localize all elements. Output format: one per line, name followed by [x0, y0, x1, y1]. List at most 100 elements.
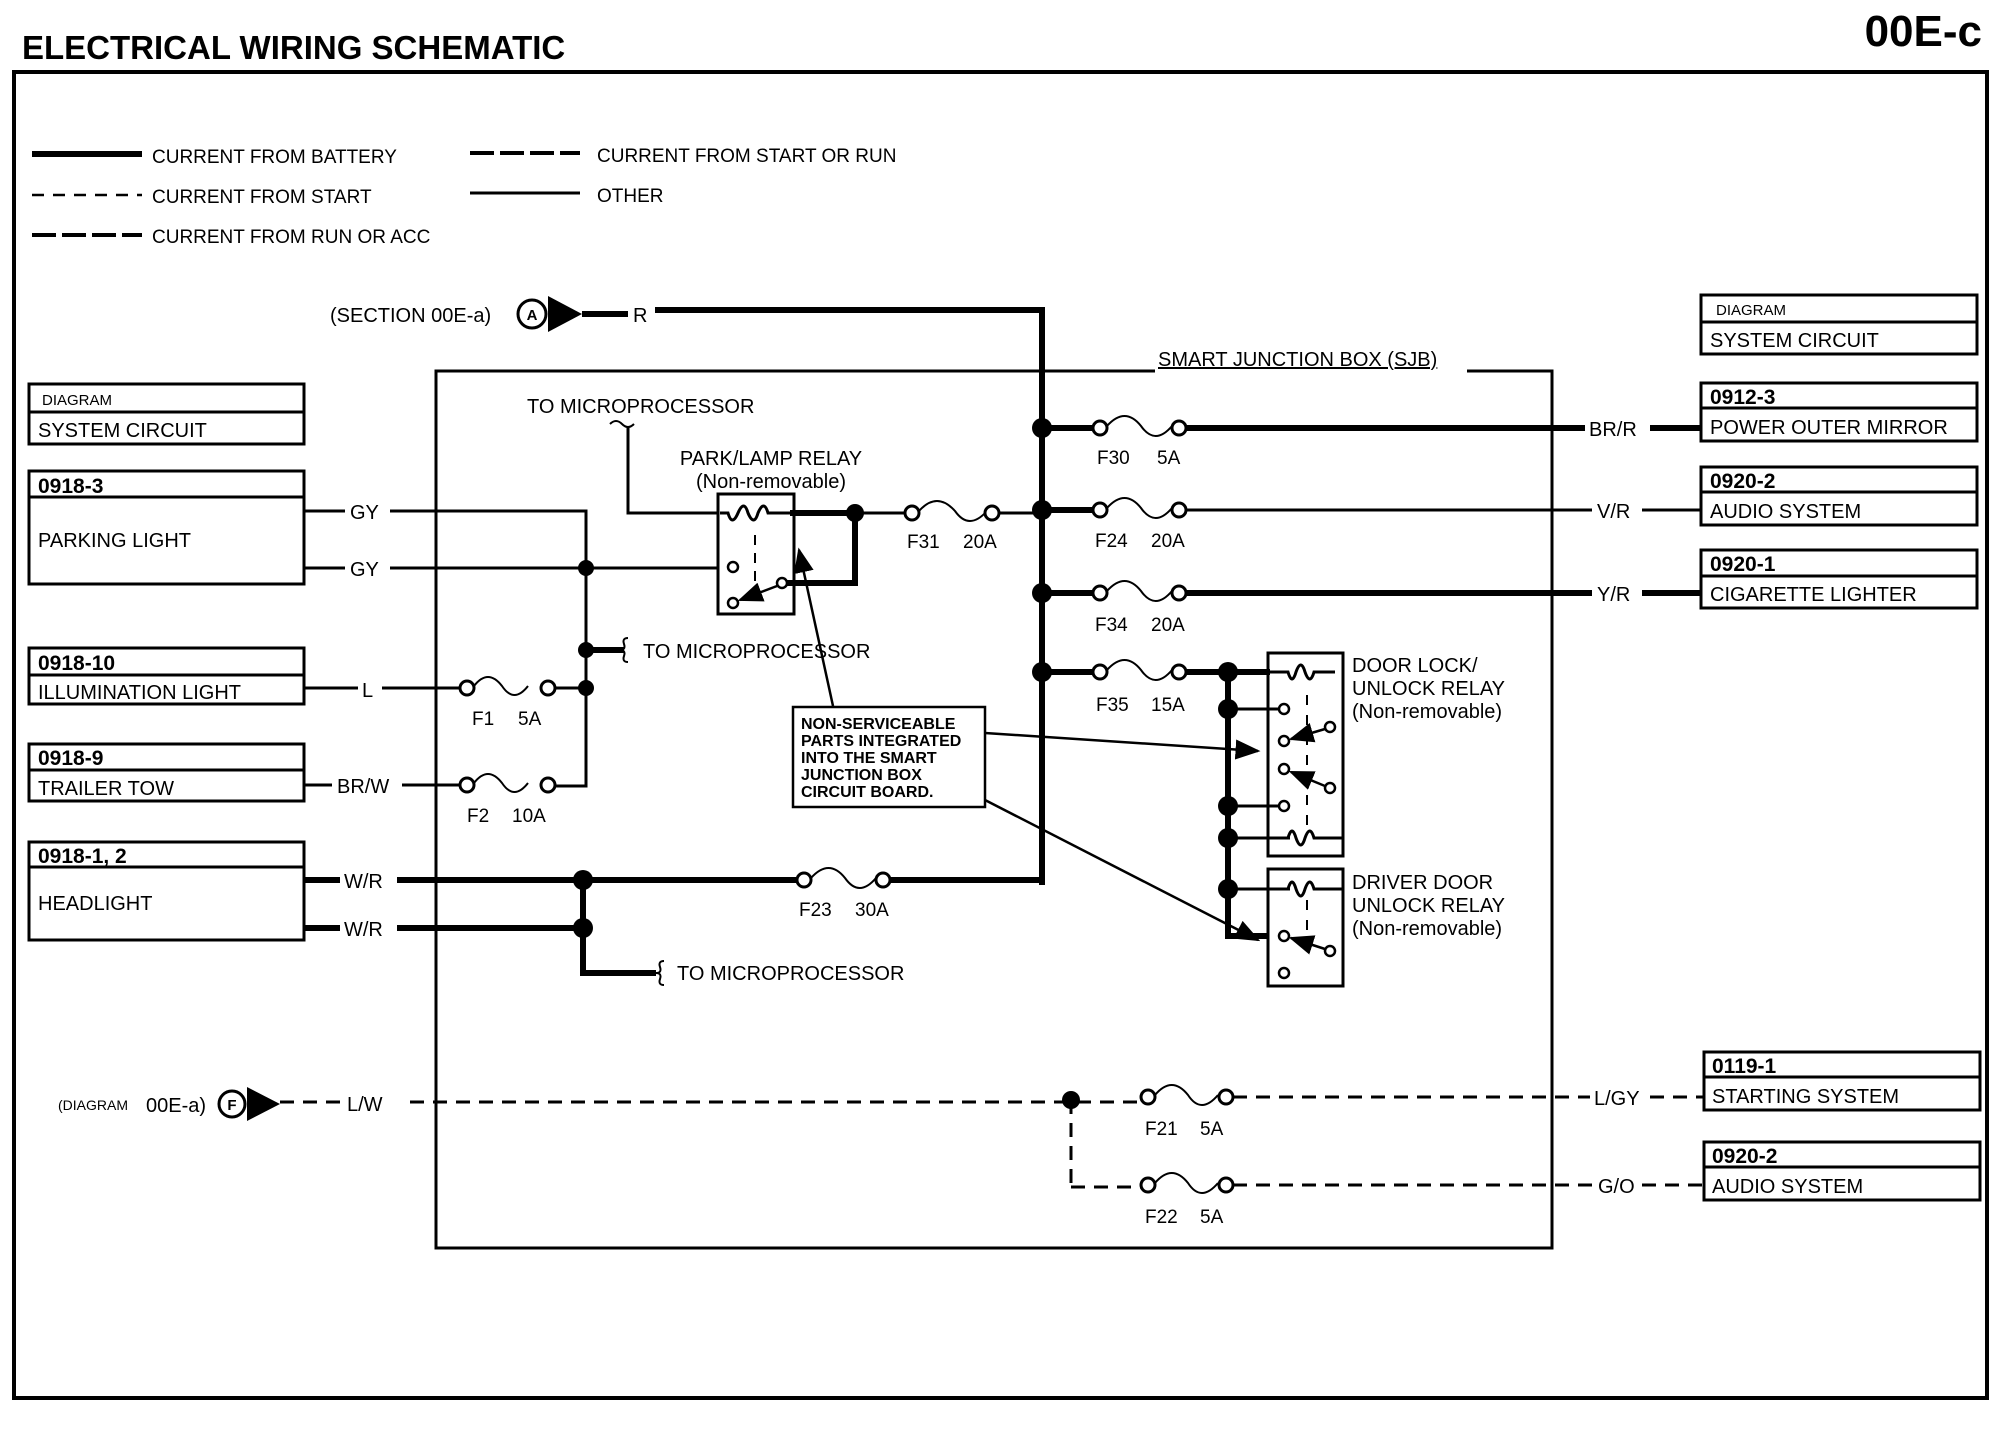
box-body: STARTING SYSTEM: [1712, 1086, 1899, 1108]
relay-coil-icon: [1286, 829, 1343, 847]
relay-note: (Non-removable): [696, 471, 846, 493]
parking-light-circuit: GY GY TO MICROPROCESSOR: [304, 502, 870, 788]
fuse-id: F35: [1096, 695, 1129, 716]
relay-note: (Non-removable): [1352, 918, 1502, 940]
relay-name: DRIVER DOOR: [1352, 872, 1493, 894]
left-box-illumination-light: 0918-10 ILLUMINATION LIGHT: [27, 646, 306, 706]
right-box-audio-system: 0920-2 AUDIO SYSTEM: [1699, 465, 1979, 527]
legend-label-battery: CURRENT FROM BATTERY: [152, 147, 397, 168]
fuse-rating: 20A: [1151, 531, 1185, 552]
fuse-id: F30: [1097, 448, 1130, 469]
callout-line: PARTS INTEGRATED: [801, 733, 961, 750]
box-body: ILLUMINATION LIGHT: [38, 682, 241, 704]
box-header: 0918-1, 2: [38, 845, 127, 868]
relay-coil-icon: [1286, 880, 1343, 898]
fuse-rating: 20A: [963, 532, 997, 553]
connector-circle-a: [516, 298, 548, 330]
box-body: CIGARETTE LIGHTER: [1710, 584, 1917, 606]
relay-coil-icon: [720, 504, 794, 522]
to-microprocessor-label: TO MICROPROCESSOR: [643, 641, 870, 663]
fuse-rating: 10A: [512, 806, 546, 827]
box-header: 0912-3: [1710, 386, 1775, 409]
wire-label-y-r: Y/R: [1597, 584, 1630, 606]
callout-line: CIRCUIT BOARD.: [801, 784, 933, 801]
outer-frame: [12, 70, 1989, 1400]
page-title: ELECTRICAL WIRING SCHEMATIC: [22, 29, 565, 66]
fuse-f30: F30 5A BR/R: [1042, 415, 1702, 469]
microprocessor-link-icon: [619, 637, 629, 663]
right-box-starting-system: 0119-1 STARTING SYSTEM: [1702, 1050, 1982, 1112]
legend-label-start: CURRENT FROM START: [152, 187, 372, 208]
relay-name: UNLOCK RELAY: [1352, 895, 1505, 917]
box-body: AUDIO SYSTEM: [1712, 1176, 1863, 1198]
smart-junction-box: [434, 369, 1554, 1250]
input-f-ref: 00E-a): [146, 1095, 206, 1117]
non-serviceable-callout: NON-SERVICEABLE PARTS INTEGRATED INTO TH…: [791, 547, 1261, 942]
left-box-trailer-tow: 0918-9 TRAILER TOW: [27, 742, 306, 803]
box-header: 0920-1: [1710, 553, 1776, 576]
fuse-id: F24: [1095, 531, 1128, 552]
main-battery-bus: [655, 307, 1045, 885]
arrow-icon: [548, 296, 582, 332]
fuse-f24: F24 20A V/R: [1042, 497, 1702, 552]
box-header: DIAGRAM: [1716, 302, 1786, 319]
box-body: POWER OUTER MIRROR: [1710, 417, 1948, 439]
park-lamp-relay: PARK/LAMP RELAY (Non-removable) TO MICRO…: [527, 396, 1042, 616]
relay-name: PARK/LAMP RELAY: [680, 448, 862, 470]
relay-name: UNLOCK RELAY: [1352, 678, 1505, 700]
fuse-rating: 20A: [1151, 615, 1185, 636]
legend: CURRENT FROM BATTERY CURRENT FROM START …: [32, 146, 896, 248]
callout-line: INTO THE SMART: [801, 750, 937, 767]
box-body: HEADLIGHT: [38, 893, 152, 915]
legend-label-run-acc: CURRENT FROM RUN OR ACC: [152, 227, 430, 248]
fuse-rating: 5A: [1157, 448, 1181, 469]
arrow-icon: [247, 1087, 280, 1121]
box-header: 0920-2: [1710, 470, 1775, 493]
legend-label-start-run: CURRENT FROM START OR RUN: [597, 146, 896, 167]
wire-label-w-r-2: W/R: [344, 919, 383, 941]
relay-body: [1266, 651, 1345, 858]
fuse-rating: 30A: [855, 900, 889, 921]
connector-a-letter: A: [527, 307, 538, 324]
wire-label-br-w: BR/W: [337, 776, 389, 798]
fuse-id: F34: [1095, 615, 1128, 636]
fuse-id: F23: [799, 900, 832, 921]
wire-label-v-r: V/R: [1597, 501, 1630, 523]
box-header: 0920-2: [1712, 1145, 1777, 1168]
box-body: AUDIO SYSTEM: [1710, 501, 1861, 523]
to-microprocessor-label: TO MICROPROCESSOR: [677, 963, 904, 985]
wire-label-l-gy: L/GY: [1594, 1088, 1640, 1110]
fuse-id: F1: [472, 709, 494, 730]
fuse-id: F22: [1145, 1207, 1178, 1228]
box-header: 0918-9: [38, 747, 103, 770]
page-id: 00E-c: [1865, 7, 1982, 56]
box-header: 0918-3: [38, 475, 103, 498]
fuse-id: F2: [467, 806, 489, 827]
connector-circle-f: [217, 1089, 247, 1119]
box-body: SYSTEM CIRCUIT: [1710, 330, 1879, 352]
driver-door-unlock-relay: DRIVER DOOR UNLOCK RELAY (Non-removable): [1228, 867, 1505, 988]
wire-label-l: L: [362, 680, 373, 702]
box-header: 0918-10: [38, 652, 115, 675]
fuse-rating: 5A: [518, 709, 542, 730]
start-circuit: (DIAGRAM 00E-a) F L/W F21 5A L/GY F22 5A…: [58, 1084, 1703, 1228]
wire-label-gy-1: GY: [350, 502, 379, 524]
right-box-audio-system-2: 0920-2 AUDIO SYSTEM: [1702, 1140, 1982, 1202]
input-f-ref-small: (DIAGRAM: [58, 1097, 128, 1113]
box-body: PARKING LIGHT: [38, 530, 191, 552]
to-microprocessor-label: TO MICROPROCESSOR: [527, 396, 754, 418]
callout-line: NON-SERVICEABLE: [801, 716, 956, 733]
fuse-f2: BR/W F2 10A: [304, 773, 557, 827]
wire-label-br-r: BR/R: [1589, 419, 1637, 441]
left-box-system-circuit: DIAGRAM SYSTEM CIRCUIT: [27, 382, 306, 446]
relay-coil-icon: [1270, 663, 1335, 681]
wire-label-l-w: L/W: [347, 1094, 383, 1116]
relay-name: DOOR LOCK/: [1352, 655, 1478, 677]
box-header: 0119-1: [1712, 1055, 1777, 1078]
right-box-system-circuit: DIAGRAM SYSTEM CIRCUIT: [1699, 293, 1979, 356]
right-box-power-outer-mirror: 0912-3 POWER OUTER MIRROR: [1699, 381, 1979, 443]
right-box-cigarette-lighter: 0920-1 CIGARETTE LIGHTER: [1699, 548, 1979, 610]
callout-line: JUNCTION BOX: [801, 767, 922, 784]
input-connector-a: (SECTION 00E-a) A R: [330, 296, 1045, 885]
